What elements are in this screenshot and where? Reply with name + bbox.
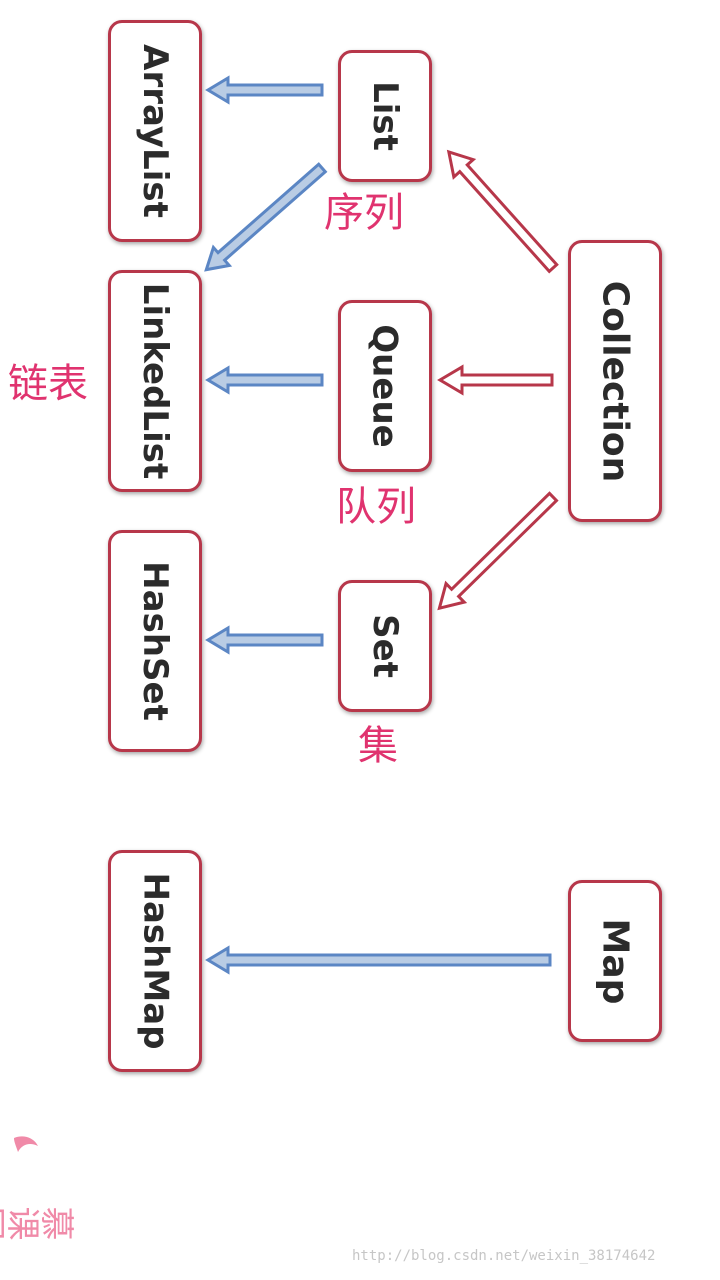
- node-list: List: [338, 50, 432, 182]
- node-arraylist-label: ArrayList: [135, 44, 175, 218]
- watermark-url: http://blog.csdn.net/weixin_38174642: [352, 1248, 656, 1264]
- node-linkedlist-label: LinkedList: [135, 282, 175, 480]
- node-list-label: List: [365, 81, 405, 151]
- brand-logo-text: 慕课网: [0, 1200, 75, 1240]
- label-queue-cn: 队列: [336, 484, 416, 530]
- node-queue: Queue: [338, 300, 432, 472]
- node-arraylist: ArrayList: [108, 20, 202, 242]
- node-set: Set: [338, 580, 432, 712]
- arrow-list-to-linkedlist: [204, 162, 328, 272]
- node-queue-label: Queue: [365, 324, 405, 448]
- node-map: Map: [568, 880, 662, 1042]
- arrow-list-to-arraylist: [205, 75, 324, 105]
- arrow-collection-to-queue: [437, 364, 554, 396]
- label-linkedlist-cn: 链表: [8, 361, 88, 407]
- arrow-set-to-hashset: [205, 625, 324, 655]
- node-set-label: Set: [365, 614, 405, 678]
- arrow-collection-to-set: [437, 491, 559, 611]
- node-collection-label: Collection: [594, 280, 636, 482]
- node-map-label: Map: [594, 918, 636, 1004]
- node-hashset-label: HashSet: [135, 561, 176, 721]
- node-hashmap: HashMap: [108, 850, 202, 1072]
- node-collection: Collection: [568, 240, 662, 522]
- label-set-cn: 集: [358, 723, 398, 769]
- arrow-queue-to-linkedlist: [205, 365, 324, 395]
- arrow-collection-to-list: [446, 149, 559, 274]
- node-hashmap-label: HashMap: [135, 872, 175, 1050]
- node-hashset: HashSet: [108, 530, 202, 752]
- label-list-cn: 序列: [324, 190, 404, 236]
- brand-logo-icon: [14, 1136, 38, 1152]
- arrow-map-to-hashmap: [205, 945, 552, 975]
- node-linkedlist: LinkedList: [108, 270, 202, 492]
